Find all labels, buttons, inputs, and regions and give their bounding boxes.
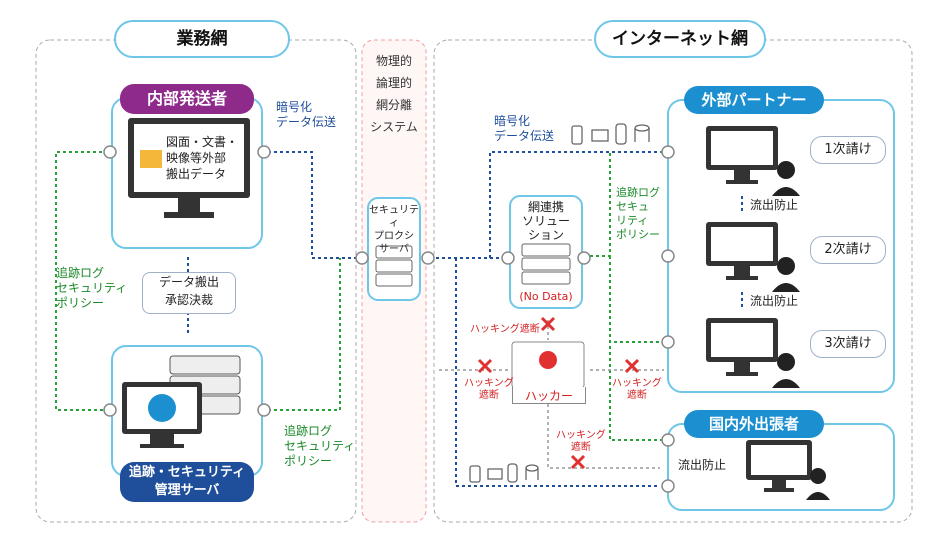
policy-line: ポリシー — [56, 296, 105, 310]
hacker-label: ハッカー — [512, 387, 586, 404]
approval-line: データ搬出 — [158, 275, 219, 289]
media-icons — [469, 123, 650, 483]
enc-right-label: 暗号化 データ伝送 — [494, 114, 554, 144]
link-solution-label: 網連携 ソリュー ション — [510, 200, 582, 242]
tier-2-label: 2次請け — [810, 236, 886, 264]
enc-left-label: 暗号化 データ伝送 — [276, 100, 336, 130]
connection-nodes — [103, 145, 675, 493]
enc-line: 暗号化 — [276, 100, 313, 114]
policy-line: セキュリティ — [56, 281, 128, 295]
tier-3-label: 3次請け — [810, 330, 886, 358]
hack-block-label: ハッキング 遮断 — [612, 378, 662, 402]
block-marks — [477, 316, 640, 470]
policy-line: ポリシー — [616, 228, 660, 241]
domestic-monitor — [746, 440, 830, 500]
tier-1-label: 1次請け — [810, 136, 886, 164]
policy-line: 追跡ログ — [616, 186, 660, 199]
hacker-monitor — [511, 341, 585, 389]
business-zone-frame — [35, 39, 357, 523]
internet-zone-frame — [433, 39, 913, 523]
enc-line: データ伝送 — [276, 115, 337, 129]
mgmt-server-title: 追跡・セキュリティ 管理サーバ — [120, 462, 254, 502]
monitor-text-line: 図面・文書・ — [166, 135, 239, 149]
policy-line: リティ — [616, 214, 649, 227]
link-line: ソリュー — [521, 214, 570, 228]
monitor-text-line: 映像等外部 — [166, 151, 227, 165]
policy-right-label: 追跡ログ セキュ リティ ポリシー — [616, 186, 660, 242]
server-title-line: 追跡・セキュリティ — [128, 465, 246, 480]
separation-line: 論理的 — [375, 76, 412, 90]
policy-line: ポリシー — [284, 454, 333, 468]
internal-sender-title: 内部発送者 — [120, 84, 254, 114]
enc-line: データ伝送 — [494, 129, 555, 143]
proxy-line: セキュリティ — [369, 205, 419, 229]
hack-line: ハッキング — [464, 378, 514, 389]
approval-box: データ搬出 承認決裁 — [142, 272, 236, 314]
hack-block-label: ハッキング 遮断 — [556, 430, 606, 454]
hack-line: 遮断 — [570, 442, 591, 453]
hack-block-label: ハッキング遮断 — [470, 324, 540, 335]
hack-line: ハッキング — [612, 378, 662, 389]
policy-flows — [55, 151, 668, 441]
separation-label: 物理的 論理的 網分離 システム — [364, 50, 424, 138]
hack-block-label: ハッキング 遮断 — [464, 378, 514, 402]
domestic-leak-label: 流出防止 — [678, 458, 727, 472]
partner-monitors — [706, 126, 800, 388]
server-title-line: 管理サーバ — [154, 483, 220, 498]
proxy-line: サーバ — [379, 244, 409, 255]
internet-zone-title: インターネット網 — [594, 20, 766, 58]
proxy-line: プロクシ — [374, 231, 414, 242]
hack-line: ハッキング — [556, 430, 606, 441]
proxy-server-graphic — [375, 245, 413, 287]
hack-line: 遮断 — [478, 390, 499, 401]
separation-line: 物理的 — [375, 54, 412, 68]
policy-line: 追跡ログ — [284, 424, 333, 438]
domestic-title: 国内外出張者 — [684, 410, 824, 438]
link-line: ション — [527, 228, 564, 242]
hack-line: 遮断 — [626, 390, 647, 401]
separation-line: 網分離 — [375, 98, 412, 112]
policy-line: 追跡ログ — [56, 266, 105, 280]
mgmt-server-graphic — [122, 355, 241, 448]
encrypted-flows — [187, 151, 743, 487]
policy-left-label: 追跡ログ セキュリティ ポリシー — [56, 266, 127, 311]
link-server-graphic — [521, 243, 571, 285]
leak-prevention-label: 流出防止 — [750, 198, 799, 212]
proxy-label: セキュリティ プロクシ サーバ — [368, 204, 420, 256]
policy-mid-label: 追跡ログ セキュリティ ポリシー — [284, 424, 355, 469]
monitor-text-line: 搬出データ — [166, 167, 227, 181]
approval-line: 承認決裁 — [164, 293, 213, 307]
partner-title: 外部パートナー — [684, 86, 824, 114]
enc-line: 暗号化 — [494, 114, 531, 128]
policy-line: セキュリティ — [284, 439, 356, 453]
leak-prevention-label: 流出防止 — [750, 294, 799, 308]
no-data-label: (No Data) — [519, 290, 573, 303]
link-line: 網連携 — [527, 200, 564, 214]
separation-line: システム — [370, 120, 418, 134]
sender-monitor-text: 図面・文書・ 映像等外部 搬出データ — [166, 134, 238, 182]
business-zone-title: 業務網 — [114, 20, 290, 58]
sender-monitor — [128, 118, 250, 218]
policy-line: セキュ — [616, 200, 649, 213]
